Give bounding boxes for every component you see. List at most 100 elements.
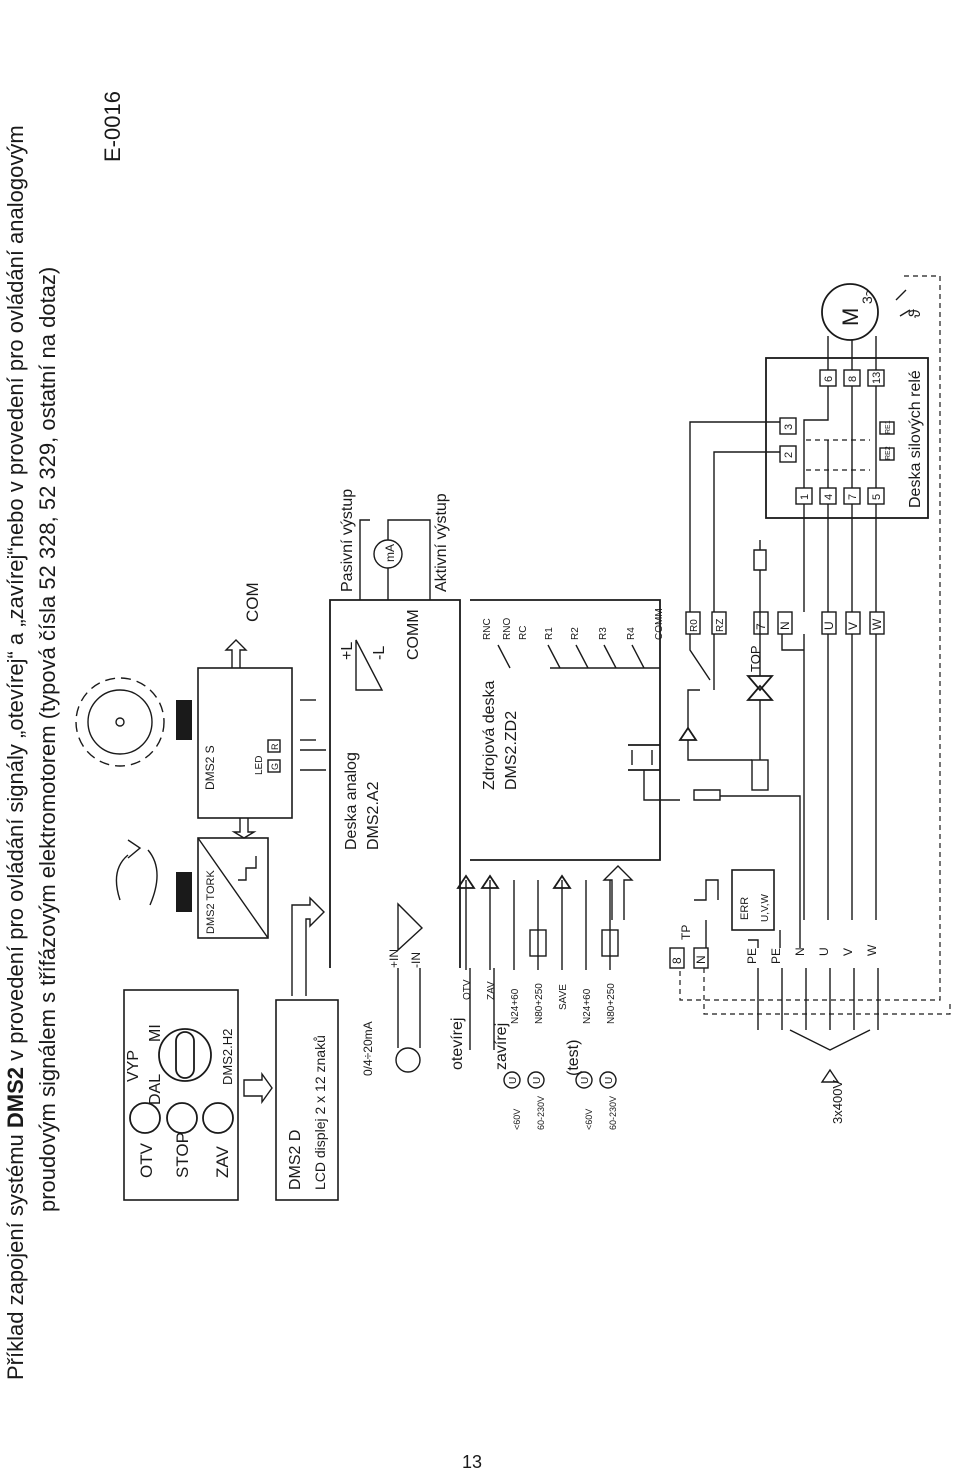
relay-term-8: 8 xyxy=(847,376,859,382)
gear-wheel xyxy=(75,677,165,767)
relay-term-4: 4 xyxy=(823,494,835,500)
control-panel: OTV STOP ZAV VYP DAL MI DMS2.H2 xyxy=(123,989,239,1201)
relay-term-3: 3 xyxy=(783,424,795,430)
otv-button xyxy=(129,1102,161,1134)
display-module: DMS2 D LCD displej 2 x 12 znaků xyxy=(275,999,339,1201)
terminal-n24-1: N24+60 xyxy=(510,988,521,1024)
command-inputs: otevírej zavírej (test) OTV ZAV N24+60 N… xyxy=(449,874,619,1130)
u-symbol-4: U xyxy=(604,1077,615,1084)
voltage-1: <60V xyxy=(512,1109,522,1130)
error-monitor: ERR U,V,W xyxy=(731,869,775,931)
meter-label: mA xyxy=(383,544,397,562)
u-symbol-2: U xyxy=(532,1077,543,1084)
diagram-title-line1: Příklad zapojení systému DMS2 v proveden… xyxy=(3,125,28,1380)
terminal-n80-1: N80+250 xyxy=(534,983,545,1024)
active-output-label: Aktivní výstup xyxy=(433,493,450,592)
voltage-2: 60-230V xyxy=(536,1096,546,1130)
in-8: 8 xyxy=(670,957,684,964)
motor-circle xyxy=(821,283,879,341)
motor-label: M xyxy=(838,308,863,326)
supply: 3x400V xyxy=(757,968,879,1124)
selector-label-vyp: VYP xyxy=(125,1050,142,1082)
mode-selector-knob xyxy=(158,1028,212,1082)
relay-rc: RC xyxy=(518,626,529,640)
button-label-otv: OTV xyxy=(137,1142,156,1178)
title-suffix: v provedení pro ovládání signály „otevír… xyxy=(3,125,28,1067)
voltage-3: <60V xyxy=(584,1109,594,1130)
terminal-n80-2: N80+250 xyxy=(606,983,617,1024)
top-label: TOP xyxy=(748,646,763,673)
passive-output-label: Pasivní výstup xyxy=(339,489,356,592)
led-r: R xyxy=(270,743,280,750)
coil-re1: RE1 xyxy=(885,420,892,434)
in-plus: +IN xyxy=(387,949,401,968)
relay-term-7: 7 xyxy=(847,494,859,500)
u-symbol-3: U xyxy=(580,1077,591,1084)
position-label: DMS2 S xyxy=(203,745,217,790)
input-test: (test) xyxy=(565,1040,582,1076)
document-code: E-0016 xyxy=(100,91,125,162)
relay-term-1: 1 xyxy=(799,494,811,500)
button-label-stop: STOP xyxy=(173,1132,192,1178)
button-label-zav: ZAV xyxy=(213,1146,232,1178)
relay-r4: R4 xyxy=(626,627,637,640)
relay-term-6: 6 xyxy=(823,376,835,382)
relay-board-name: Deska silových relé xyxy=(907,370,924,508)
terminal-n24-2: N24+60 xyxy=(582,988,593,1024)
err-phases: U,V,W xyxy=(760,893,771,922)
input-range: 0/4÷20mA xyxy=(361,1021,375,1076)
out-minus: -L xyxy=(371,646,388,660)
position-sensor: DMS2 S LED G R xyxy=(197,667,293,819)
out-r0: R0 xyxy=(689,619,700,632)
tork-sensor: DMS2 TORK xyxy=(197,837,269,939)
out-w: W xyxy=(870,618,884,630)
led-label: LED xyxy=(254,756,265,775)
title-prefix: Příklad zapojení systému xyxy=(3,1128,28,1380)
input-open: otevírej xyxy=(449,1018,466,1070)
relay-r2: R2 xyxy=(570,627,581,640)
analog-board: Deska analog DMS2.A2 +IN -IN 0/4÷20mA +L… xyxy=(329,489,461,1076)
diagram-title-line2: proudovým signálem s třífázovým elektrom… xyxy=(35,267,60,1212)
led-g: G xyxy=(270,763,280,770)
in-n: N xyxy=(694,955,708,964)
module-label-h2: DMS2.H2 xyxy=(220,1029,235,1085)
out-plus: +L xyxy=(339,642,356,660)
in-u: U xyxy=(817,947,831,956)
relay-board: Deska silových relé 2 3 1 4 7 5 6 8 13 R… xyxy=(765,357,929,519)
voltage-4: 60-230V xyxy=(608,1096,618,1130)
out-v: V xyxy=(846,622,860,630)
comm-label: COMM xyxy=(405,609,422,660)
out-u: U xyxy=(822,621,836,630)
in-minus: -IN xyxy=(409,952,423,968)
output-terminals: R0 RZ 7 N U V W TOP xyxy=(685,611,885,673)
selector-label-dal: DAL xyxy=(147,1074,164,1105)
relay-term-13: 13 xyxy=(871,372,883,384)
relay-rno: RNO xyxy=(502,618,513,640)
page-number: 13 xyxy=(462,1452,483,1472)
display-module-name: DMS2 D xyxy=(287,1130,304,1190)
relay-r1: R1 xyxy=(544,627,555,640)
power-wiring xyxy=(628,540,877,948)
in-pe-2: PE xyxy=(769,948,783,964)
in-v: V xyxy=(841,948,855,956)
relay-r3: R3 xyxy=(598,627,609,640)
in-n-2: N xyxy=(793,947,807,956)
tp-label: TP xyxy=(679,925,693,940)
com-label: COM xyxy=(243,582,262,622)
motor-phases: 3~ xyxy=(859,288,875,304)
terminal-otv: OTV xyxy=(462,979,473,1000)
out-7: 7 xyxy=(754,623,768,630)
in-w: W xyxy=(865,944,879,956)
power-board: Zdrojová deska DMS2.ZD2 RNC RNO RC R1 R2… xyxy=(470,599,665,861)
out-rz: RZ xyxy=(715,619,726,632)
terminal-save: SAVE xyxy=(558,984,569,1010)
supply-label: 3x400V xyxy=(830,1080,845,1124)
relay-rnc: RNC xyxy=(482,618,493,640)
analog-board-module: DMS2.A2 xyxy=(365,781,382,850)
relay-term-5: 5 xyxy=(871,494,883,500)
input-close: zavírej xyxy=(493,1023,510,1070)
terminal-zav: ZAV xyxy=(486,981,497,1000)
err-label: ERR xyxy=(739,897,751,920)
power-board-module: DMS2.ZD2 xyxy=(503,711,520,790)
